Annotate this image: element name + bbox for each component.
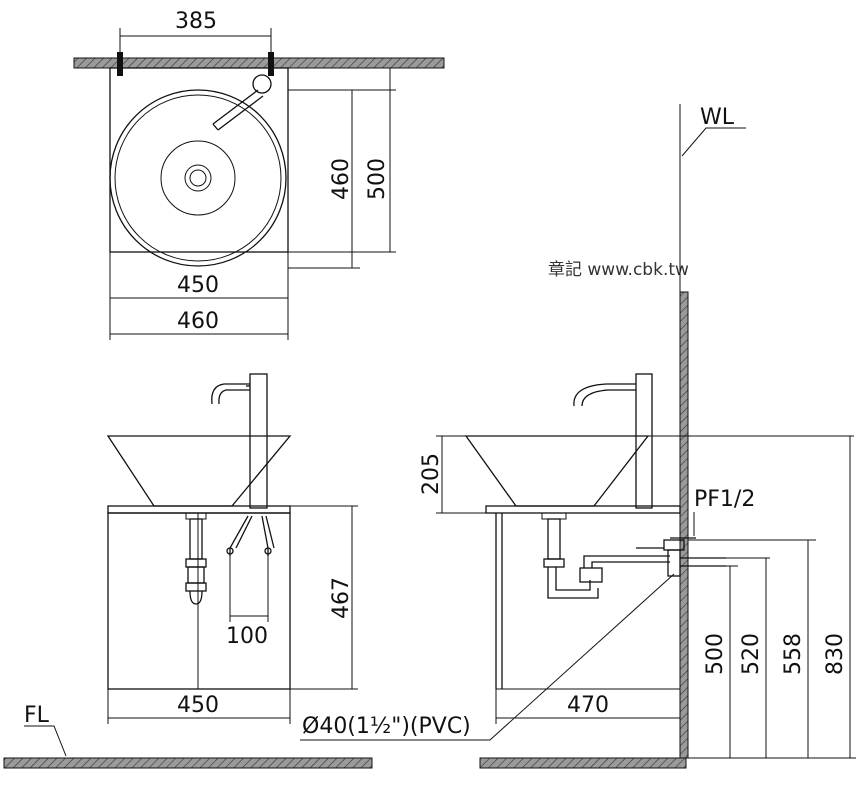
- front-faucet: [249, 373, 268, 509]
- dim-100: 100: [226, 624, 268, 649]
- side-faucet: [635, 373, 653, 509]
- drain-label: PF1/2: [694, 487, 755, 512]
- dim-558-height: 558: [781, 633, 806, 675]
- side-wall: [679, 291, 689, 759]
- dim-467: 467: [329, 577, 354, 619]
- dim-470: 470: [567, 693, 609, 718]
- dim-450-front: 450: [177, 693, 219, 718]
- front-view: 100 467 450: [106, 373, 358, 724]
- dim-520-height: 520: [739, 633, 764, 675]
- front-drain-pipe: [189, 518, 203, 560]
- dim-385: 385: [175, 9, 217, 34]
- side-countertop: [485, 505, 681, 514]
- front-basin: [106, 435, 292, 507]
- faucet-body: [252, 74, 272, 94]
- mount-stud-left: [117, 52, 123, 76]
- dim-460-vertical: 460: [329, 158, 354, 200]
- front-countertop: [107, 505, 291, 514]
- top-view: 385 460 500 450 460: [73, 9, 445, 340]
- dim-205: 205: [419, 453, 444, 495]
- floor-left: [3, 757, 373, 769]
- dim-500-height: 500: [703, 633, 728, 675]
- wall-label: WL: [700, 105, 735, 130]
- side-view: WL PF1/2 Ø40(1½")(PVC): [300, 104, 856, 759]
- dim-460-horizontal: 460: [177, 309, 219, 334]
- mount-stud-right: [268, 52, 274, 76]
- dim-830-height: 830: [823, 633, 848, 675]
- counter-outline: [109, 67, 289, 253]
- dim-450-top: 450: [177, 273, 219, 298]
- top-wall: [73, 57, 445, 69]
- side-basin: [464, 435, 650, 507]
- floor-right: [479, 757, 687, 769]
- watermark: 章記 www.cbk.tw: [548, 260, 689, 280]
- basin-outer: [109, 89, 287, 267]
- dim-500-vertical: 500: [365, 158, 390, 200]
- pipe-label: Ø40(1½")(PVC): [302, 714, 471, 739]
- floor-label: FL: [24, 703, 50, 728]
- front-cabinet: [107, 512, 291, 690]
